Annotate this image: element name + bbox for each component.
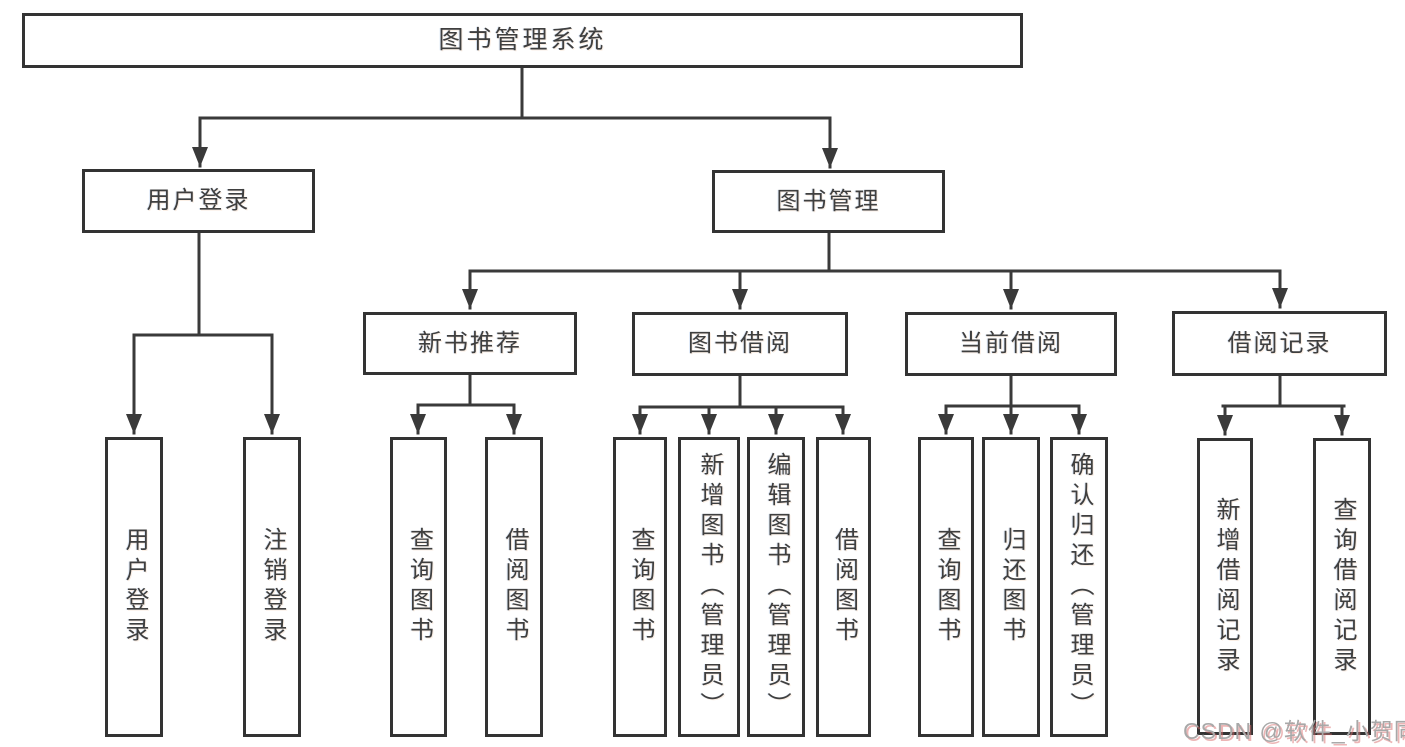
node-book-borrowing: 图书借阅 — [632, 312, 848, 376]
node-label: 借阅图书 — [830, 527, 858, 647]
node-label: 图书借阅 — [688, 330, 792, 357]
node-label: 查询图书 — [627, 527, 654, 647]
node-label: 用户登录 — [146, 187, 251, 214]
node-label: 当前借阅 — [959, 330, 1063, 357]
node-label: 确认归还（管理员） — [1066, 452, 1093, 722]
node-book-management: 图书管理 — [712, 170, 945, 233]
node-label: 新书推荐 — [418, 329, 522, 357]
leaf-borrow-books-borrowing: 借阅图书 — [816, 437, 871, 737]
connector-root-to-level2 — [192, 66, 838, 169]
node-new-book-recommend: 新书推荐 — [363, 312, 577, 375]
connector-book-management-children — [462, 231, 1288, 310]
node-label: 新增图书（管理员） — [696, 452, 723, 722]
node-label: 查询图书 — [405, 527, 433, 647]
node-label: 用户登录 — [121, 527, 148, 647]
node-label: 编辑图书（管理员） — [763, 452, 790, 722]
leaf-edit-book-admin: 编辑图书（管理员） — [747, 437, 805, 737]
node-system-root: 图书管理系统 — [22, 13, 1023, 68]
node-label: 查询图书 — [933, 527, 960, 647]
node-label: 新增借阅记录 — [1212, 496, 1239, 677]
leaf-confirm-return-admin: 确认归还（管理员） — [1050, 437, 1108, 737]
node-borrowing-records: 借阅记录 — [1172, 311, 1387, 376]
connector-user-login-children — [126, 231, 280, 435]
leaf-borrow-books-recommend: 借阅图书 — [485, 437, 543, 737]
leaf-query-books-current: 查询图书 — [918, 437, 974, 737]
leaf-query-books-borrowing: 查询图书 — [613, 437, 667, 737]
leaf-query-books-recommend: 查询图书 — [390, 437, 447, 737]
node-label: 借阅图书 — [501, 527, 528, 647]
csdn-watermark: CSDN @软件_小贺同学 — [1183, 718, 1405, 744]
node-label: 借阅记录 — [1227, 329, 1332, 357]
node-label: 图书管理 — [776, 187, 881, 215]
leaf-user-login: 用户登录 — [105, 437, 163, 737]
node-current-borrowing: 当前借阅 — [905, 312, 1117, 376]
leaf-query-borrow-record: 查询借阅记录 — [1313, 438, 1371, 735]
leaf-add-borrow-record: 新增借阅记录 — [1197, 438, 1253, 735]
leaf-add-book-admin: 新增图书（管理员） — [678, 437, 740, 737]
connector-current-borrowing-children — [938, 374, 1087, 435]
node-label: 归还图书 — [998, 527, 1025, 647]
leaf-return-books: 归还图书 — [982, 437, 1040, 737]
leaf-logout-login: 注销登录 — [243, 437, 301, 737]
connector-borrowing-records-children — [1217, 374, 1350, 436]
node-label: 查询借阅记录 — [1329, 496, 1356, 677]
connector-new-book-recommend-children — [410, 373, 522, 435]
node-label: 图书管理系统 — [438, 26, 607, 54]
connector-book-borrowing-children — [632, 374, 851, 435]
node-user-login: 用户登录 — [82, 169, 315, 233]
node-label: 注销登录 — [259, 527, 286, 647]
